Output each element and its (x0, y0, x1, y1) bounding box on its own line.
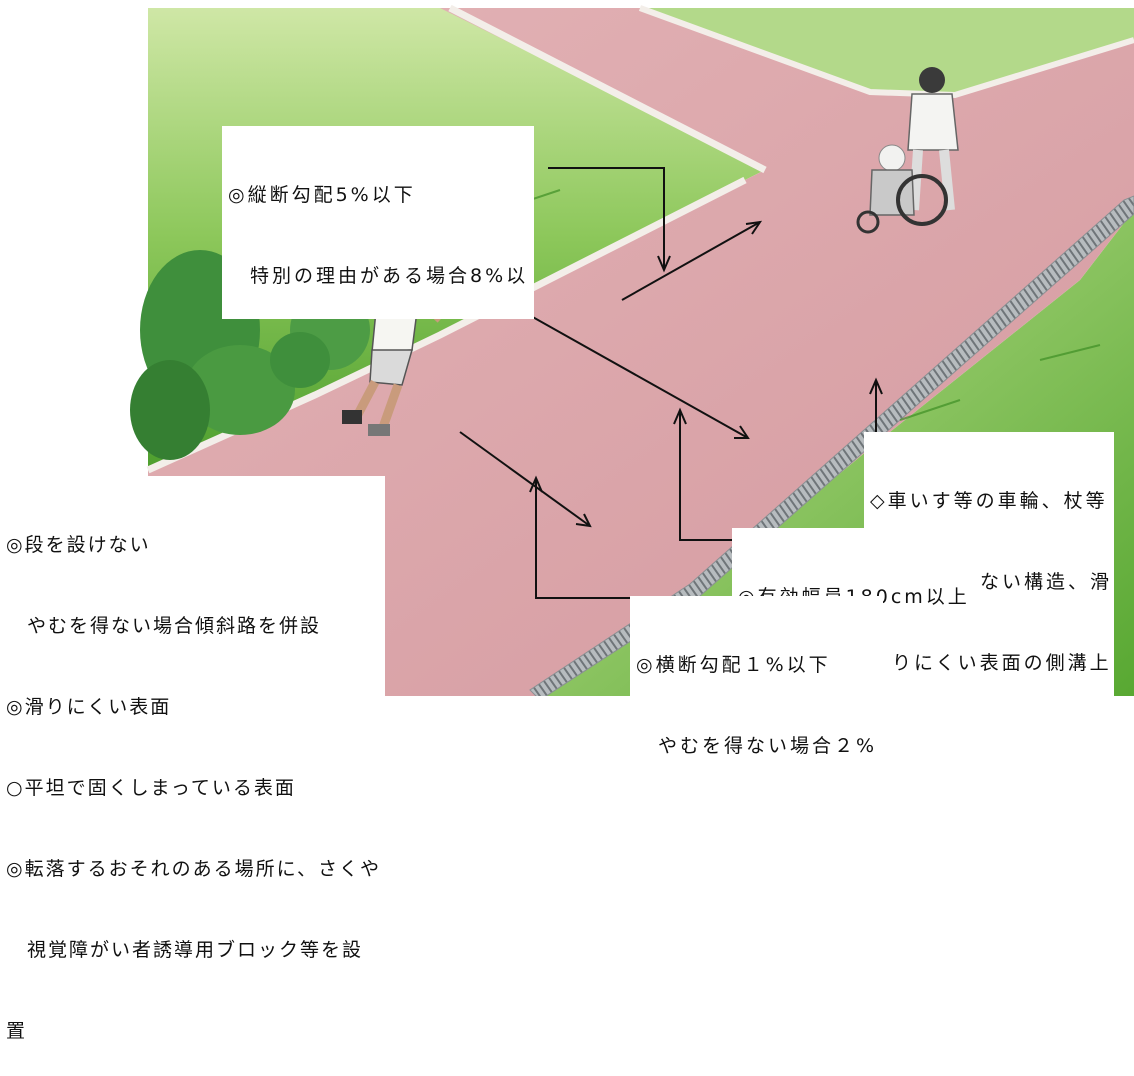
gutter-callout-line-3: りにくい表面の側溝上 (870, 652, 1112, 674)
gutter-callout-line-1: ◇車いす等の車輪、杖等 (870, 490, 1108, 512)
cross-slope-callout-line-2: やむを得ない場合２% (636, 735, 878, 757)
requirements-line-6: 視覚障がい者誘導用ブロック等を設 (6, 939, 364, 961)
curb-upper (448, 4, 767, 174)
slope-callout-line-2: 特別の理由がある場合8%以 (228, 265, 529, 287)
slope-callout: ◎縦断勾配5%以下 特別の理由がある場合8%以 (222, 126, 535, 319)
requirements-line-7: 置 (6, 1020, 28, 1042)
lawn-upper-right (640, 8, 1134, 95)
slope-leader (548, 167, 665, 268)
cross-slope-callout-line-1: ◎横断勾配１%以下 (636, 654, 831, 676)
requirements-callout: ◎段を設けない やむを得ない場合傾斜路を併設 ◎滑りにくい表面 ○平坦で固くしま… (0, 476, 386, 1076)
cross-leader (535, 480, 636, 599)
requirements-line-1: ◎段を設けない (6, 534, 151, 556)
indicator-arrows (459, 167, 883, 599)
slope-callout-line-1: ◎縦断勾配5%以下 (228, 184, 416, 206)
wheelchair-group (856, 67, 959, 234)
side-gutter (529, 195, 1134, 696)
requirements-line-3: ◎滑りにくい表面 (6, 696, 172, 718)
slope-arrow (621, 221, 761, 301)
requirements-line-4: ○平坦で固くしまっている表面 (6, 777, 296, 799)
width-leader (679, 412, 738, 541)
width-arrow (505, 301, 749, 439)
requirements-line-5: ◎転落するおそれのある場所に、さくや (6, 858, 382, 880)
requirements-line-2: やむを得ない場合傾斜路を併設 (6, 615, 322, 637)
cross-slope-callout: ◎横断勾配１%以下 やむを得ない場合２% (630, 596, 884, 789)
walkway-illustration (130, 4, 1134, 696)
cross-slope-arrow (459, 431, 591, 527)
